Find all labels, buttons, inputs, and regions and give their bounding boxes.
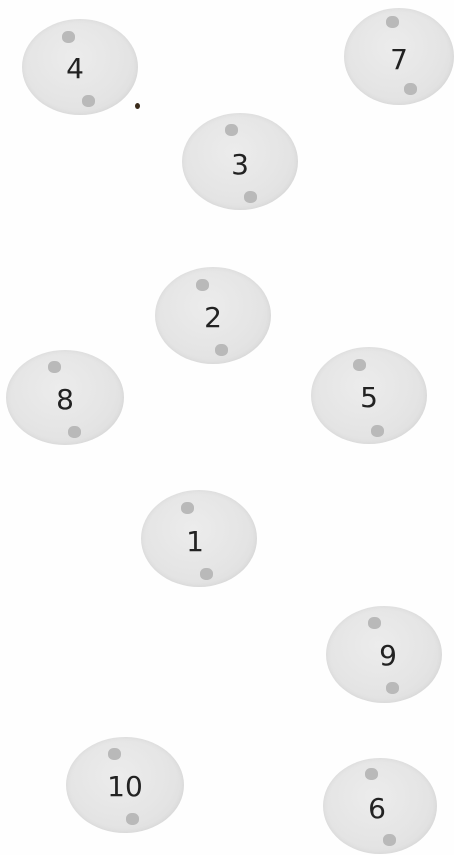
top-hole-dot <box>386 16 399 28</box>
top-hole-dot <box>48 361 61 373</box>
disc-number: 3 <box>182 151 298 179</box>
bottom-hole-dot <box>200 568 213 580</box>
bottom-hole-dot <box>371 425 384 437</box>
disc-number: 2 <box>155 304 271 332</box>
top-hole-dot <box>368 617 381 629</box>
top-hole-dot <box>353 359 366 371</box>
bottom-hole-dot <box>215 344 228 356</box>
bottom-hole-dot <box>244 191 257 203</box>
bottom-hole-dot <box>404 83 417 95</box>
number-disc-10: 10 <box>66 737 184 833</box>
number-disc-7: 7 <box>344 8 454 105</box>
disc-number: 5 <box>311 384 427 412</box>
top-hole-dot <box>62 31 75 43</box>
number-disc-1: 1 <box>141 490 257 587</box>
bottom-hole-dot <box>126 813 139 825</box>
bottom-hole-dot <box>68 426 81 438</box>
number-disc-6: 6 <box>323 758 437 854</box>
disc-number: 10 <box>66 773 184 801</box>
number-disc-5: 5 <box>311 347 427 444</box>
top-hole-dot <box>365 768 378 780</box>
number-disc-3: 3 <box>182 113 298 210</box>
bottom-hole-dot <box>82 95 95 107</box>
ink-speck <box>135 103 140 109</box>
disc-number: 8 <box>6 386 124 414</box>
disc-number: 7 <box>344 46 454 74</box>
number-disc-2: 2 <box>155 267 271 364</box>
number-disc-4: 4 <box>22 19 138 115</box>
disc-number: 4 <box>12 55 138 83</box>
disc-number: 6 <box>317 795 437 823</box>
bottom-hole-dot <box>383 834 396 846</box>
top-hole-dot <box>181 502 194 514</box>
number-disc-9: 9 <box>326 606 442 703</box>
top-hole-dot <box>108 748 121 760</box>
top-hole-dot <box>196 279 209 291</box>
number-disc-8: 8 <box>6 350 124 445</box>
bottom-hole-dot <box>386 682 399 694</box>
top-hole-dot <box>225 124 238 136</box>
disc-number: 9 <box>334 642 442 670</box>
disc-number: 1 <box>133 528 257 556</box>
